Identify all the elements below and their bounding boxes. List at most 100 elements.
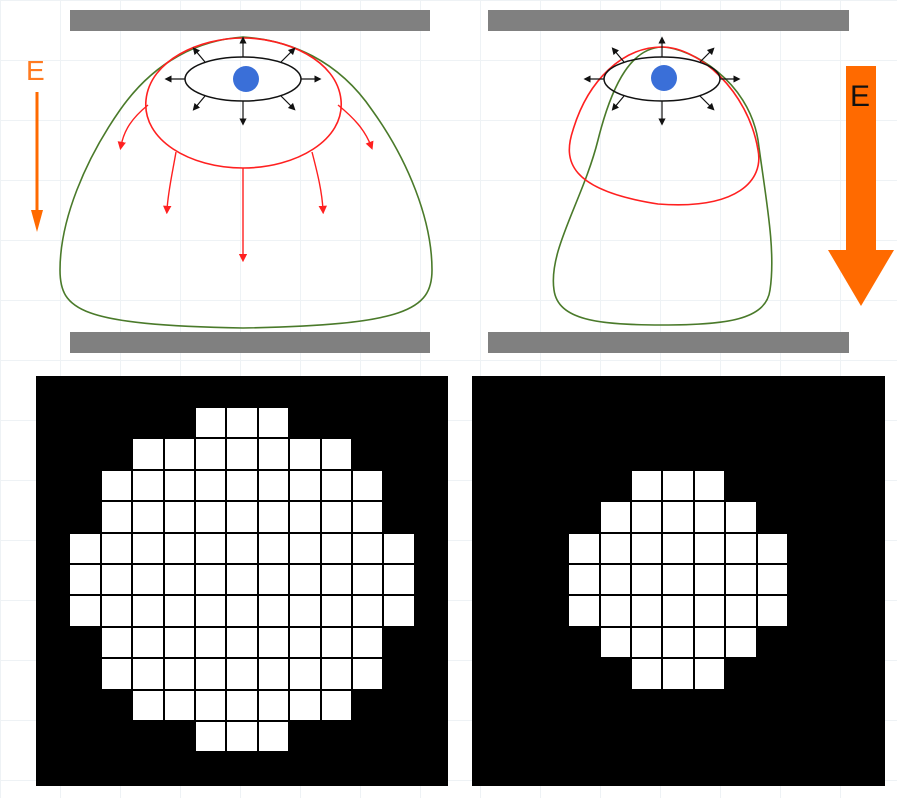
grid-cell [196,628,225,657]
grid-cell [165,471,194,500]
grid-cell [227,502,256,531]
grid-cell [632,628,661,657]
grid-cell [133,439,162,468]
grid-cell [384,565,413,594]
grid-cell [196,439,225,468]
grid-cell [663,628,692,657]
grid-cell [695,659,724,688]
grid-cell [290,628,319,657]
field-label-large: E [850,80,870,113]
grid-cell [259,691,288,720]
grid-cell [102,565,131,594]
grid-cell [569,596,598,625]
grid-cell [322,565,351,594]
grid-cell [695,534,724,563]
grid-cell [165,565,194,594]
grid-cell [290,439,319,468]
grid-cell [196,659,225,688]
grid-cell [322,439,351,468]
grid-cell [290,565,319,594]
grid-cell [726,565,755,594]
grid-cell [353,659,382,688]
grid-cell [259,471,288,500]
grid-cell [353,534,382,563]
diagram-strong-field: E [448,0,897,370]
pixel-grid-wide [36,376,448,786]
grid-cell [322,596,351,625]
grid-cell [133,691,162,720]
grid-cell [259,722,288,751]
grid-cell [133,596,162,625]
grid-cell [290,659,319,688]
grid-cell [196,408,225,437]
grid-cell [384,534,413,563]
grid-cell [196,471,225,500]
grid-cell [70,565,99,594]
grid-cell [290,534,319,563]
grid-cell [663,471,692,500]
grid-cell [165,502,194,531]
grid-cell [259,628,288,657]
grid-cell [259,439,288,468]
grid-cell [165,659,194,688]
grid-cell [227,628,256,657]
grid-cell [259,659,288,688]
grid-cell [196,691,225,720]
grid-cell [196,722,225,751]
grid-cell [165,628,194,657]
field-label-small: E [26,55,45,86]
grid-cell [290,471,319,500]
grid-cell [227,534,256,563]
grid-cell [322,534,351,563]
grid-cell [695,565,724,594]
grid-cell [227,408,256,437]
grid-cell [353,596,382,625]
grid-cell [102,659,131,688]
grid-cell [632,471,661,500]
grid-cell [353,471,382,500]
particle-left [233,66,259,92]
grid-cell [601,628,630,657]
grid-cell [569,534,598,563]
grid-cell [322,628,351,657]
grid-cell [632,502,661,531]
grid-cell [227,596,256,625]
grid-cell [322,659,351,688]
bottom-electrode-left [70,332,430,353]
top-electrode-left [70,10,430,31]
grid-cell [290,596,319,625]
grid-cell [726,502,755,531]
grid-cell [196,596,225,625]
expansion-arrows [121,105,371,258]
grid-cell [726,628,755,657]
grid-cell [384,596,413,625]
grid-cell [322,471,351,500]
grid-cell [227,722,256,751]
grid-cell [102,471,131,500]
grid-cell [259,565,288,594]
grid-cell [227,471,256,500]
diagram-weak-field: E [0,0,448,370]
grid-cell [758,596,787,625]
grid-cell [632,565,661,594]
grid-cell [196,534,225,563]
grid-cell [353,565,382,594]
grid-cell [227,691,256,720]
grid-cell [165,534,194,563]
particle-right [651,65,677,91]
grid-cell [322,691,351,720]
grid-cell [70,534,99,563]
grid-cell [165,439,194,468]
grid-cell [290,502,319,531]
grid-cell [133,628,162,657]
grid-cell [290,691,319,720]
grid-cell [632,596,661,625]
grid-cell [726,596,755,625]
grid-cell [165,691,194,720]
grid-cell [102,502,131,531]
grid-cell [758,534,787,563]
grid-cell [695,596,724,625]
grid-cell [259,534,288,563]
grid-cell [133,534,162,563]
grid-cell [196,502,225,531]
